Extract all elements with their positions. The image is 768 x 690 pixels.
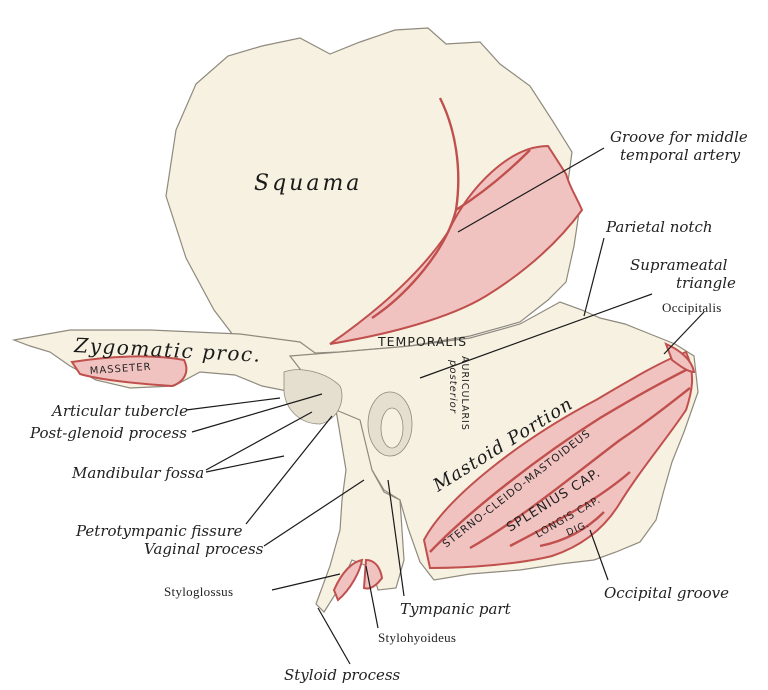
leader-occipitalis [663, 311, 705, 355]
leader-vaginal [263, 479, 365, 547]
dig-divider [539, 511, 605, 548]
splenius-divider [469, 387, 691, 550]
label-suprameatal-2: triangle [676, 274, 736, 292]
longis-divider [509, 471, 631, 548]
sterno-divider [429, 366, 691, 553]
leader-occipital-groove [589, 529, 609, 581]
leader-styloid [317, 607, 351, 665]
label-auricularis-posterior: posterior [447, 359, 458, 414]
label-styloid: Styloid process [284, 666, 401, 684]
leader-styloglossus [271, 573, 341, 591]
label-temporalis: TEMPORALIS [377, 334, 467, 349]
leader-mandibular-1 [205, 411, 313, 471]
leader-groove [457, 147, 605, 233]
leader-mandibular-2 [205, 455, 285, 473]
label-vaginal: Vaginal process [144, 540, 264, 558]
label-groove-1: Groove for middle [610, 128, 748, 146]
label-mandibular-fossa: Mandibular fossa [71, 464, 204, 482]
styloglossus-area [332, 558, 364, 602]
label-squama: Squama [254, 171, 362, 196]
label-groove-2: temporal artery [620, 146, 741, 164]
leader-stylohyoideus [365, 565, 379, 629]
mastoid-muscle-band [422, 350, 693, 570]
leader-suprameatal [419, 293, 653, 379]
label-tympanic: Tympanic part [400, 600, 512, 618]
auditory-meatus-inner [380, 407, 404, 449]
label-masseter: MASSETER [89, 362, 151, 377]
label-suprameatal-1: Suprameatal [630, 256, 728, 274]
groove-artery-branch [455, 149, 531, 212]
label-petrotympanic: Petrotympanic fissure [75, 522, 243, 540]
occipitalis-area [664, 342, 696, 374]
label-parietal-notch: Parietal notch [605, 218, 713, 236]
masseter-area [70, 355, 188, 388]
groove-artery-line [371, 97, 460, 319]
leader-petrotympanic [245, 415, 333, 525]
leader-parietal-notch [583, 237, 605, 317]
label-stylohyoideus: Stylohyoideus [378, 630, 456, 645]
label-occipitalis: Occipitalis [662, 300, 722, 315]
label-post-glenoid: Post-glenoid process [29, 424, 187, 442]
temporalis-area [329, 144, 584, 345]
leader-tympanic [387, 479, 405, 597]
label-styloglossus: Styloglossus [164, 584, 233, 599]
label-auricularis: AURICULARIS [459, 356, 470, 431]
leader-articular [185, 397, 281, 411]
label-occipital-groove: Occipital groove [604, 584, 729, 602]
leader-postglenoid [191, 393, 323, 433]
label-articular-tubercle: Articular tubercle [50, 402, 188, 420]
